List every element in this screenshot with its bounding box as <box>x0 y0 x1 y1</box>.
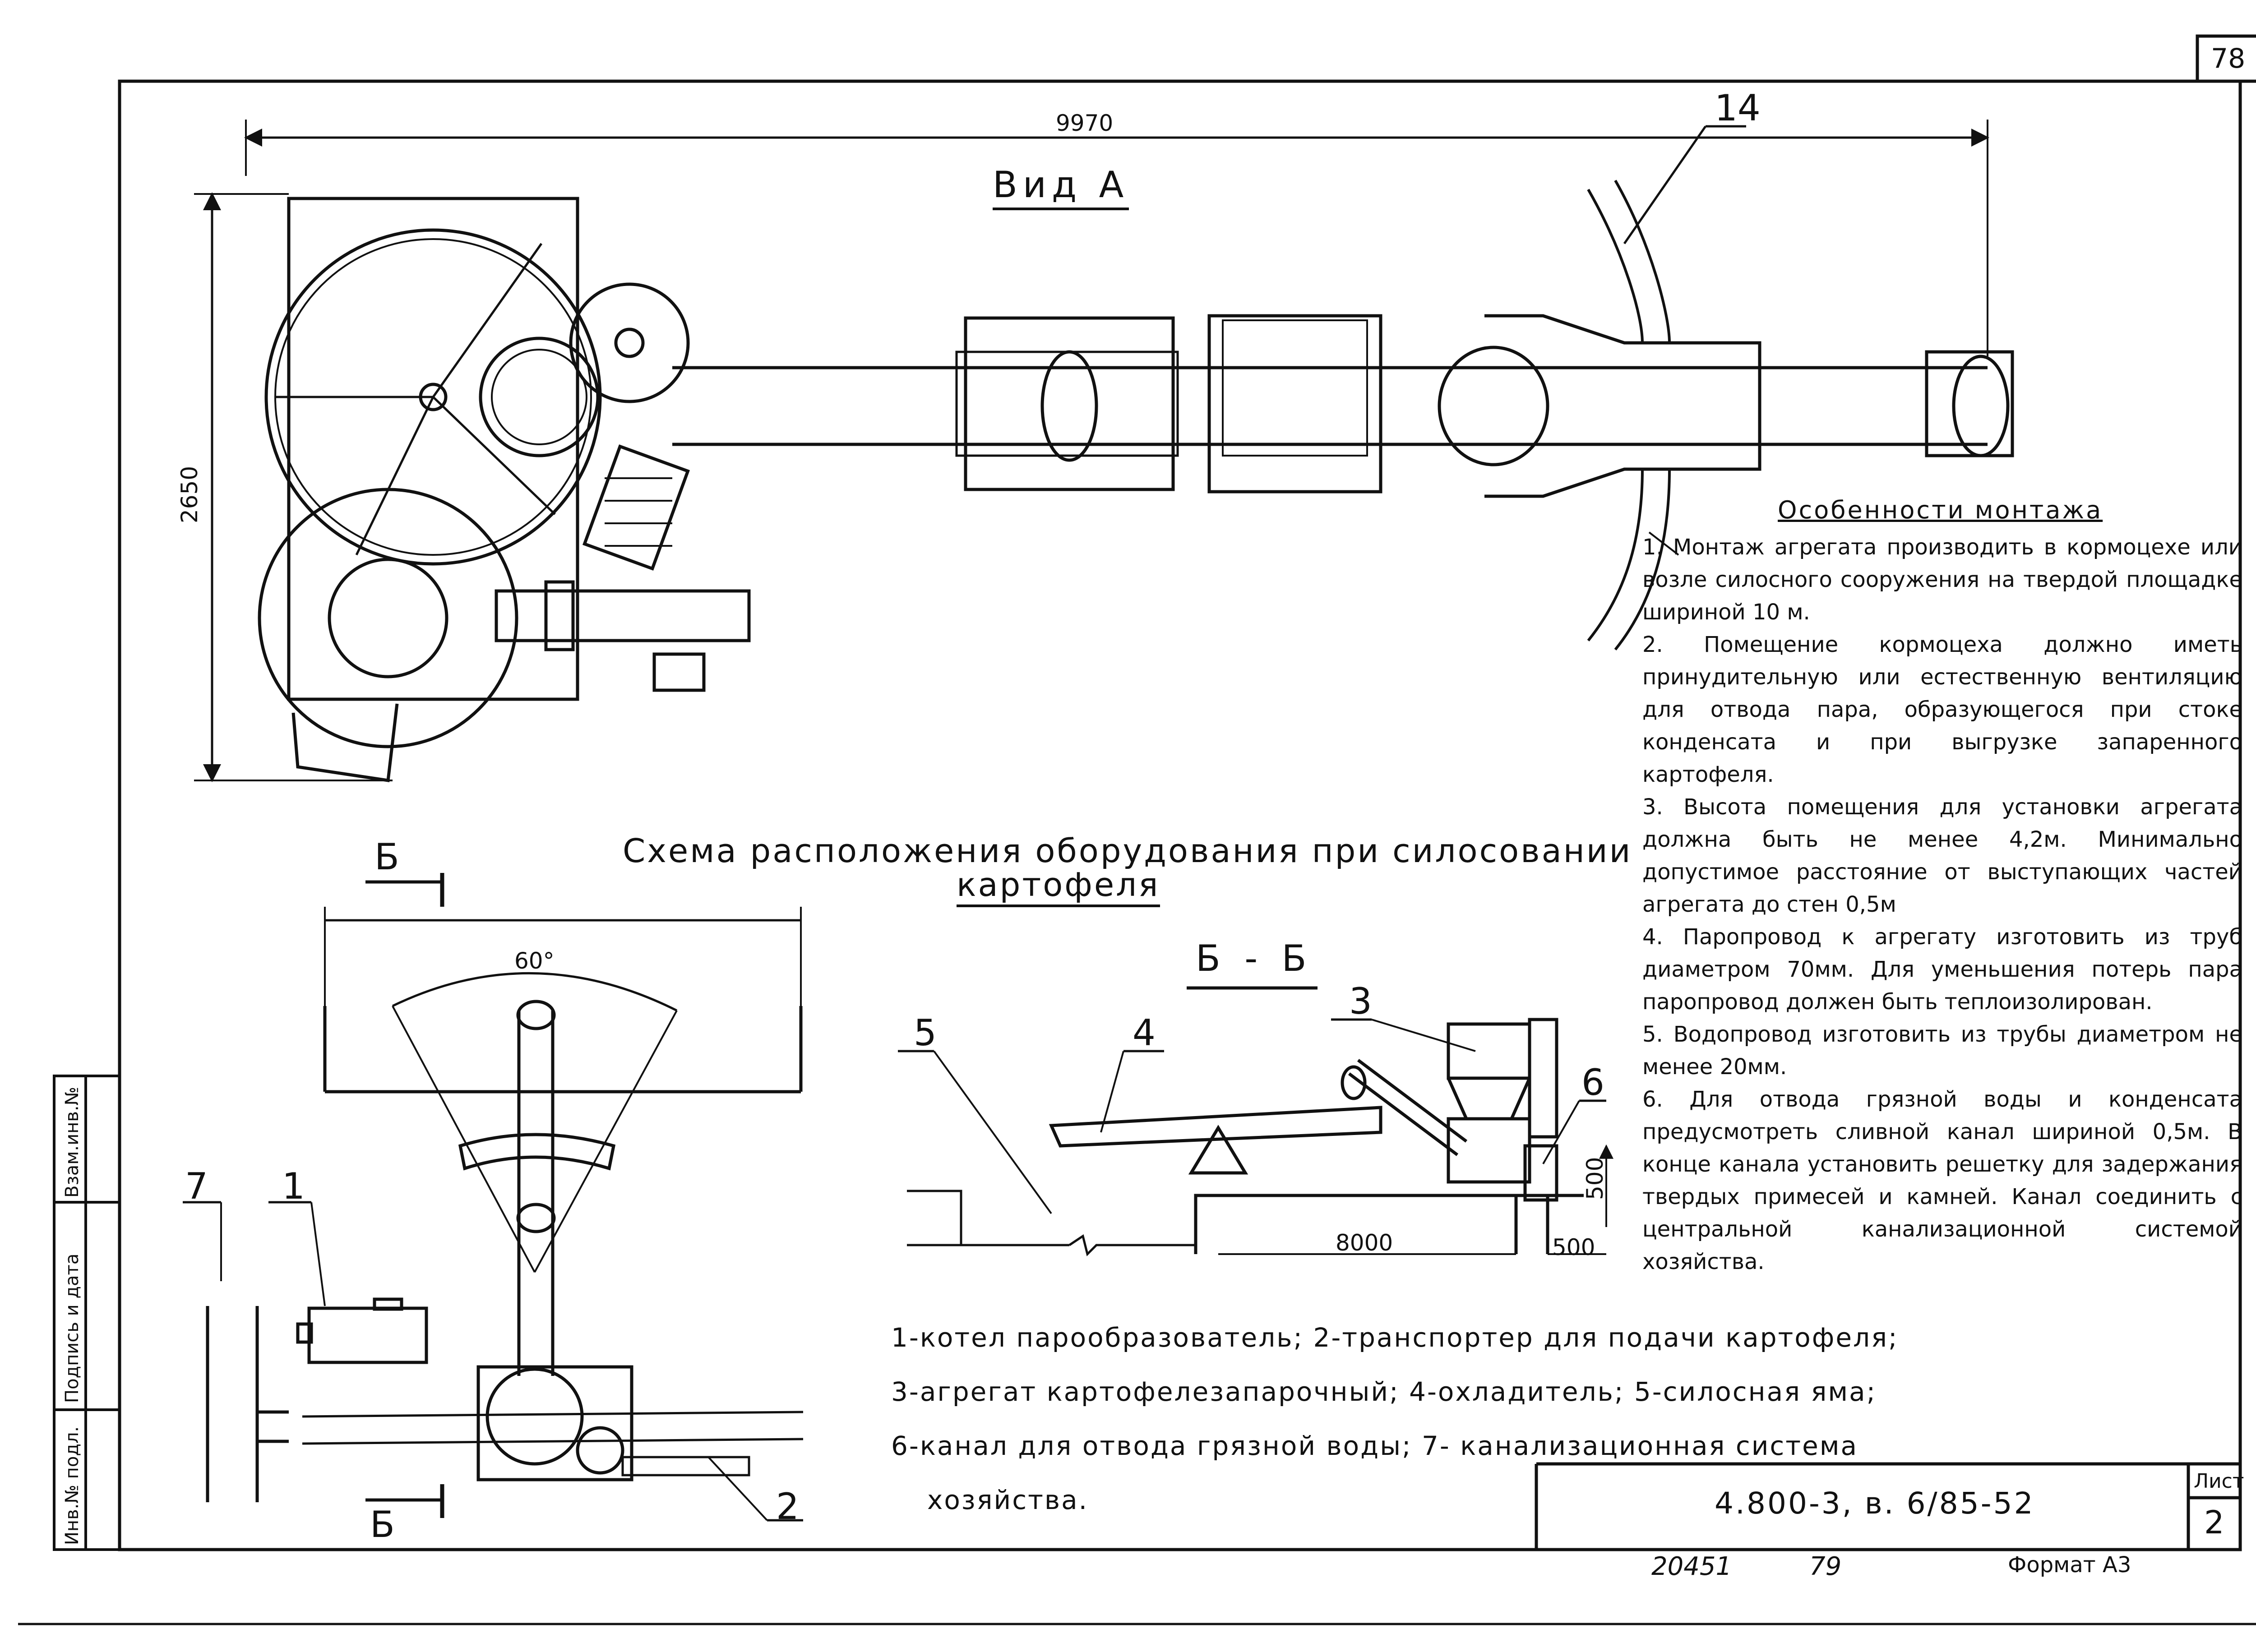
paper-format: Формат А3 <box>2008 1552 2131 1578</box>
note-item: 1. Монтаж агрегата производить в кормоце… <box>1642 535 2242 625</box>
installation-notes: Особенности монтажа 1. Монтаж агрегата п… <box>1642 494 2242 1278</box>
dimension-section-length: 8000 <box>1336 1230 1393 1256</box>
note-item: 3. Высота помещения для установки агрега… <box>1642 794 2242 917</box>
section-b-b-drawing <box>898 986 1613 1256</box>
callout-6: 6 <box>1581 1061 1604 1103</box>
equipment-legend: 1-котел парообразователь; 2-транспортер … <box>891 1311 2154 1527</box>
note-item: 2. Помещение кормоцеха должно иметь прин… <box>1642 632 2242 787</box>
callout-5: 5 <box>914 1012 937 1054</box>
dimension-total-length: 9970 <box>1056 110 1114 136</box>
schema-title-line2: картофеля <box>957 868 1160 907</box>
legend-line: 6-канал для отвода грязной воды; 7- кана… <box>891 1431 1858 1461</box>
dimension-height: 2650 <box>176 466 203 523</box>
note-item: 4. Паропровод к агрегату изготовить из т… <box>1642 924 2242 1015</box>
dimension-angle: 60° <box>514 948 555 974</box>
legend-line: 3-агрегат картофелезапарочный; 4-охладит… <box>891 1376 1877 1407</box>
callout-7: 7 <box>185 1165 208 1207</box>
stamp-signature-date: Подпись и дата <box>62 1253 83 1403</box>
archive-page: 79 <box>1809 1552 1842 1581</box>
legend-line: хозяйства. <box>927 1485 1089 1515</box>
stamp-inv-original: Инв.№ подл. <box>62 1426 83 1545</box>
callout-14: 14 <box>1715 87 1761 129</box>
callout-3: 3 <box>1349 980 1372 1022</box>
section-title: Б - Б <box>1196 937 1313 979</box>
callout-2: 2 <box>776 1486 799 1527</box>
note-item: 5. Водопровод изготовить из трубы диамет… <box>1642 1022 2242 1080</box>
sheet-label: Лист <box>2194 1470 2244 1493</box>
side-stamp <box>53 1075 121 1551</box>
note-item: 6. Для отвода грязной воды и конденсата … <box>1642 1087 2242 1274</box>
page-number-box <box>2196 34 2256 83</box>
sheet-number: 2 <box>2204 1504 2224 1541</box>
view-a-drawing <box>194 120 2014 782</box>
view-a-title: Вид А <box>993 167 1129 210</box>
title-block <box>1535 1462 2240 1550</box>
dimension-500-horizontal: 500 <box>1552 1234 1595 1260</box>
callout-1: 1 <box>282 1165 305 1207</box>
sheet-frame <box>118 79 2242 1551</box>
section-mark-top: Б <box>374 836 399 878</box>
callout-4: 4 <box>1133 1012 1156 1054</box>
notes-heading: Особенности монтажа <box>1778 496 2103 524</box>
section-mark-bottom: Б <box>370 1504 395 1546</box>
archive-number: 20451 <box>1651 1552 1732 1581</box>
legend-line: 1-котел парообразователь; 2-транспортер … <box>891 1322 1899 1353</box>
stamp-replaced-inv: Взам.инв.№ <box>62 1086 83 1198</box>
page-number: 78 <box>2211 43 2246 74</box>
document-designation: 4.800-3, в. 6/85-52 <box>1715 1486 2035 1521</box>
equipment-layout-plan <box>183 873 804 1522</box>
schema-title-line1: Схема расположения оборудования при сило… <box>623 832 1632 870</box>
dimension-500-vertical: 500 <box>1582 1157 1608 1200</box>
